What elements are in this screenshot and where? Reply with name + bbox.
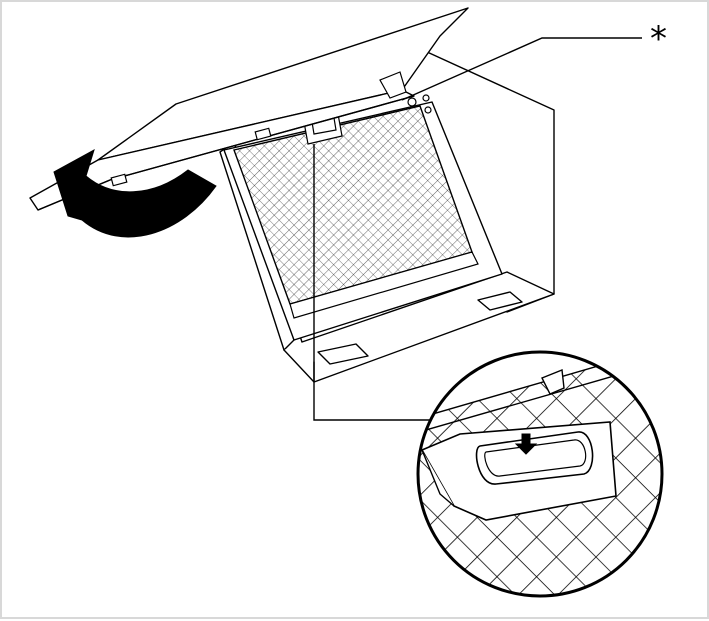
magnifier-circle-icon — [416, 350, 664, 598]
hood-canopy — [29, 7, 469, 211]
push-down-arrow-icon — [514, 433, 538, 455]
hood-bottom-plate — [283, 271, 555, 383]
zoom-leader — [313, 144, 432, 421]
light-cover-right — [477, 291, 523, 311]
grease-filter — [233, 105, 479, 319]
light-cover-left — [317, 343, 369, 365]
rotation-arrow-icon — [53, 148, 217, 238]
callout-asterisk-label: * — [650, 19, 667, 59]
callout-leader — [401, 37, 642, 101]
